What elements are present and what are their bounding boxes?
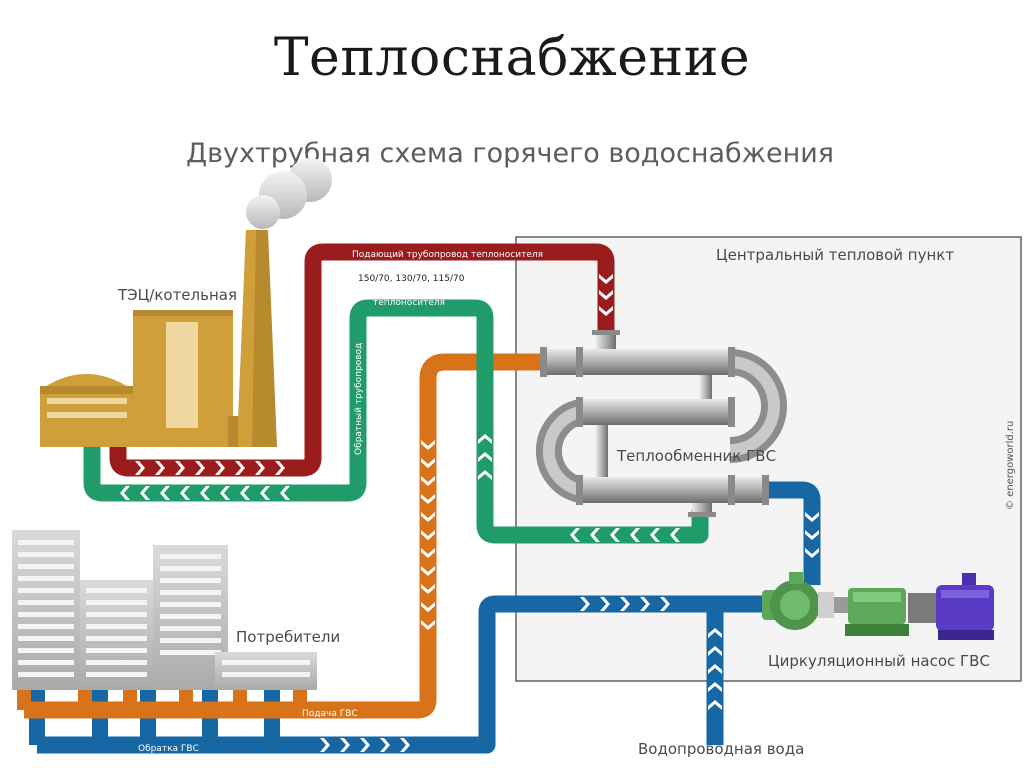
chp-plant bbox=[40, 158, 332, 447]
heat-exchanger bbox=[535, 330, 787, 517]
return-pipe-label-top: теплоносителя bbox=[373, 298, 445, 308]
central-heating-point-label: Центральный тепловой пункт bbox=[716, 246, 954, 264]
supply-flow-arrows bbox=[135, 274, 613, 475]
watermark: © energoworld.ru bbox=[1005, 421, 1016, 510]
dhw-return-flow-arrows bbox=[320, 512, 819, 752]
building bbox=[80, 580, 153, 690]
dhw-return-pipe bbox=[37, 595, 770, 754]
temperature-schedule-label: 150/70, 130/70, 115/70 bbox=[358, 274, 465, 284]
return-flow-arrows bbox=[120, 434, 680, 542]
tap-water-label: Водопроводная вода bbox=[638, 740, 804, 758]
supply-pipe-label: Подающий трубопровод теплоносителя bbox=[352, 250, 543, 260]
heating-supply-pipe bbox=[109, 243, 615, 477]
dhw-return-label: Обратка ГВС bbox=[138, 744, 199, 754]
heat-exchanger-label: Теплообменник ГВС bbox=[616, 447, 776, 465]
return-pipe-label-side: Обратный трубопровод bbox=[354, 343, 364, 455]
dhw-supply-label: Подача ГВС bbox=[302, 709, 358, 719]
slide-title: Теплоснабжение bbox=[273, 28, 751, 88]
consumer-buildings bbox=[12, 530, 317, 690]
chp-label: ТЭЦ/котельная bbox=[117, 286, 237, 304]
building bbox=[215, 652, 317, 690]
smoke-puff bbox=[246, 195, 280, 229]
consumers-label: Потребители bbox=[236, 628, 340, 646]
circulation-pump bbox=[762, 572, 994, 640]
diagram-title: Двухтрубная схема горячего водоснабжения bbox=[186, 138, 835, 169]
cold-water-to-pump-pipe bbox=[768, 481, 821, 585]
dhw-supply-flow-arrows bbox=[421, 440, 435, 630]
building bbox=[12, 530, 80, 690]
pump-label: Циркуляционный насос ГВС bbox=[768, 652, 990, 670]
dhw-supply-risers bbox=[17, 690, 307, 710]
heating-return-pipe bbox=[83, 299, 709, 544]
